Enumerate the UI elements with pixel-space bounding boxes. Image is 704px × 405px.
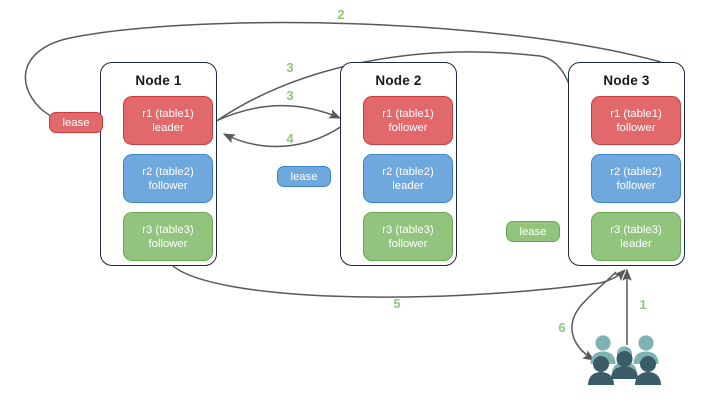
replica-role: follower	[148, 237, 188, 250]
step-label-1: 1	[639, 297, 647, 312]
node-title-2: Node 2	[375, 73, 422, 88]
replica-name: r3 (table3)	[610, 223, 662, 236]
node-title-3: Node 3	[603, 73, 650, 88]
replica-name: r1 (table1)	[610, 107, 662, 120]
replica-name: r3 (table3)	[382, 223, 434, 236]
replica-role: follower	[148, 179, 188, 192]
replica-role: leader	[152, 121, 184, 134]
step-label-4: 4	[286, 131, 294, 146]
step-label-5: 5	[393, 296, 401, 311]
users-group-icon	[588, 332, 664, 388]
replica-role: follower	[388, 121, 428, 134]
step-label-6: 6	[558, 320, 566, 335]
replica-node3-r3[interactable]: r3 (table3) leader	[591, 212, 681, 261]
lease-badge-red[interactable]: lease	[49, 112, 103, 133]
node-container-2[interactable]: Node 2 r1 (table1) follower r2 (table2) …	[340, 62, 457, 266]
lease-label: lease	[62, 116, 90, 129]
replica-role: follower	[616, 179, 656, 192]
replica-role: follower	[388, 237, 428, 250]
replica-node3-r1[interactable]: r1 (table1) follower	[591, 96, 681, 145]
replica-name: r1 (table1)	[382, 107, 434, 120]
replica-role: leader	[620, 237, 652, 250]
replica-name: r2 (table2)	[382, 165, 434, 178]
replica-node1-r2[interactable]: r2 (table2) follower	[123, 154, 213, 203]
replica-role: leader	[392, 179, 424, 192]
replica-node1-r1[interactable]: r1 (table1) leader	[123, 96, 213, 145]
step-label-3-upper: 3	[286, 60, 294, 75]
edge-5-node1-to-node3	[171, 264, 626, 298]
replica-role: follower	[616, 121, 656, 134]
lease-badge-blue[interactable]: lease	[277, 166, 331, 187]
replica-node3-r2[interactable]: r2 (table2) follower	[591, 154, 681, 203]
replica-name: r1 (table1)	[142, 107, 194, 120]
replica-node2-r1[interactable]: r1 (table1) follower	[363, 96, 453, 145]
lease-label: lease	[519, 225, 547, 238]
step-label-2: 2	[337, 7, 345, 22]
lease-badge-green[interactable]: lease	[506, 221, 560, 242]
edge-3-node1-to-node2	[215, 104, 342, 122]
node-container-3[interactable]: Node 3 r1 (table1) follower r2 (table2) …	[568, 62, 685, 266]
step-label-3-lower: 3	[286, 88, 294, 103]
replica-name: r2 (table2)	[610, 165, 662, 178]
node-title-1: Node 1	[135, 73, 182, 88]
replica-node2-r3[interactable]: r3 (table3) follower	[363, 212, 453, 261]
lease-label: lease	[290, 170, 318, 183]
replica-name: r3 (table3)	[142, 223, 194, 236]
users-group-svg	[588, 335, 661, 385]
replica-node1-r3[interactable]: r3 (table3) follower	[123, 212, 213, 261]
node-container-1[interactable]: Node 1 r1 (table1) leader r2 (table2) fo…	[100, 62, 217, 266]
replica-node2-r2[interactable]: r2 (table2) leader	[363, 154, 453, 203]
replica-name: r2 (table2)	[142, 165, 194, 178]
